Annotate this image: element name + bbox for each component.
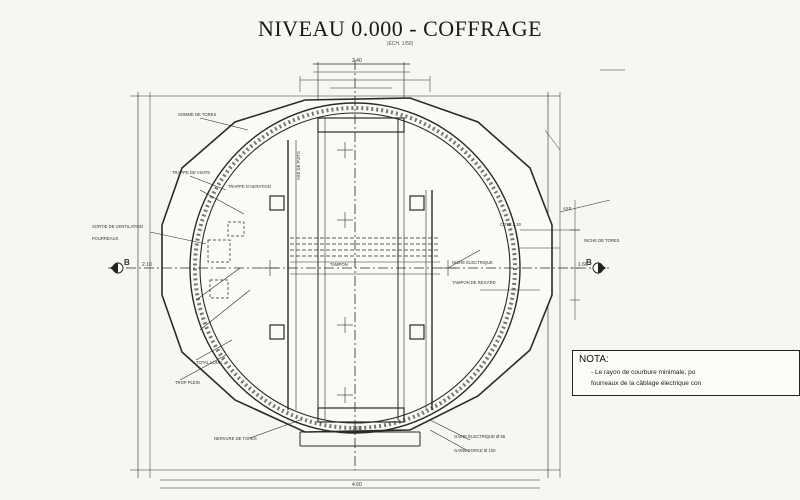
nota-line-2: fourreaux de la câblage électrique con [591,380,702,387]
label-right-1: COTE 3.30 [500,222,522,227]
label-left-3: SORTIE DE VENTILATION [92,224,143,229]
nota-box: NOTA: - Le rayon de courbure minimale, p… [572,350,800,396]
label-left-6: TROP PLEIN [175,380,200,385]
dim-left-level: 2.10 [142,262,152,268]
dim-bottom-total: 4.60 [352,482,362,488]
drawing-title: NIVEAU 0.000 - COFFRAGE [257,16,543,41]
label-left-4: FOURREAUX [92,236,118,241]
section-marker-left: B [124,258,130,267]
label-center-1: TAMPON [330,262,348,267]
label-left-1: TRAPPE DE VISITE [172,170,210,175]
label-left-5: TOTAL LONG. [196,360,223,365]
label-right-side-1: NICHE ÉLECTRIQUE [452,260,493,265]
drawing-scale-note: (ÉCH. 1/50) [386,41,414,47]
label-right-side-2: TAMPON DE REGARD [452,280,496,285]
nota-title: NOTA: [579,354,609,365]
label-bottom-right-1: GAINE ÉLECTRIQUE Ø 65 [454,434,506,439]
dim-top-span: 2.40 [352,58,362,64]
dim-right-level: 1.60 [578,262,588,268]
label-right-2: NICHE DE TORES [584,238,620,243]
label-center-2: AXE DE PUITS [296,151,301,180]
dim-bottom-span: 1.60 [352,426,362,432]
label-bottom-left: NERVURE DE TORES [214,436,257,441]
label-left-2: TRAPPE D'AERATION [228,184,271,189]
label-right-3: AXE [563,206,572,211]
label-top-left: SOMME DE TORES [178,112,216,117]
nota-line-1: - Le rayon de courbure minimale, po [591,369,696,376]
label-bottom-right-2: GAINE FORCE Ø 100 [454,448,496,453]
section-marker-right: B [586,258,592,267]
